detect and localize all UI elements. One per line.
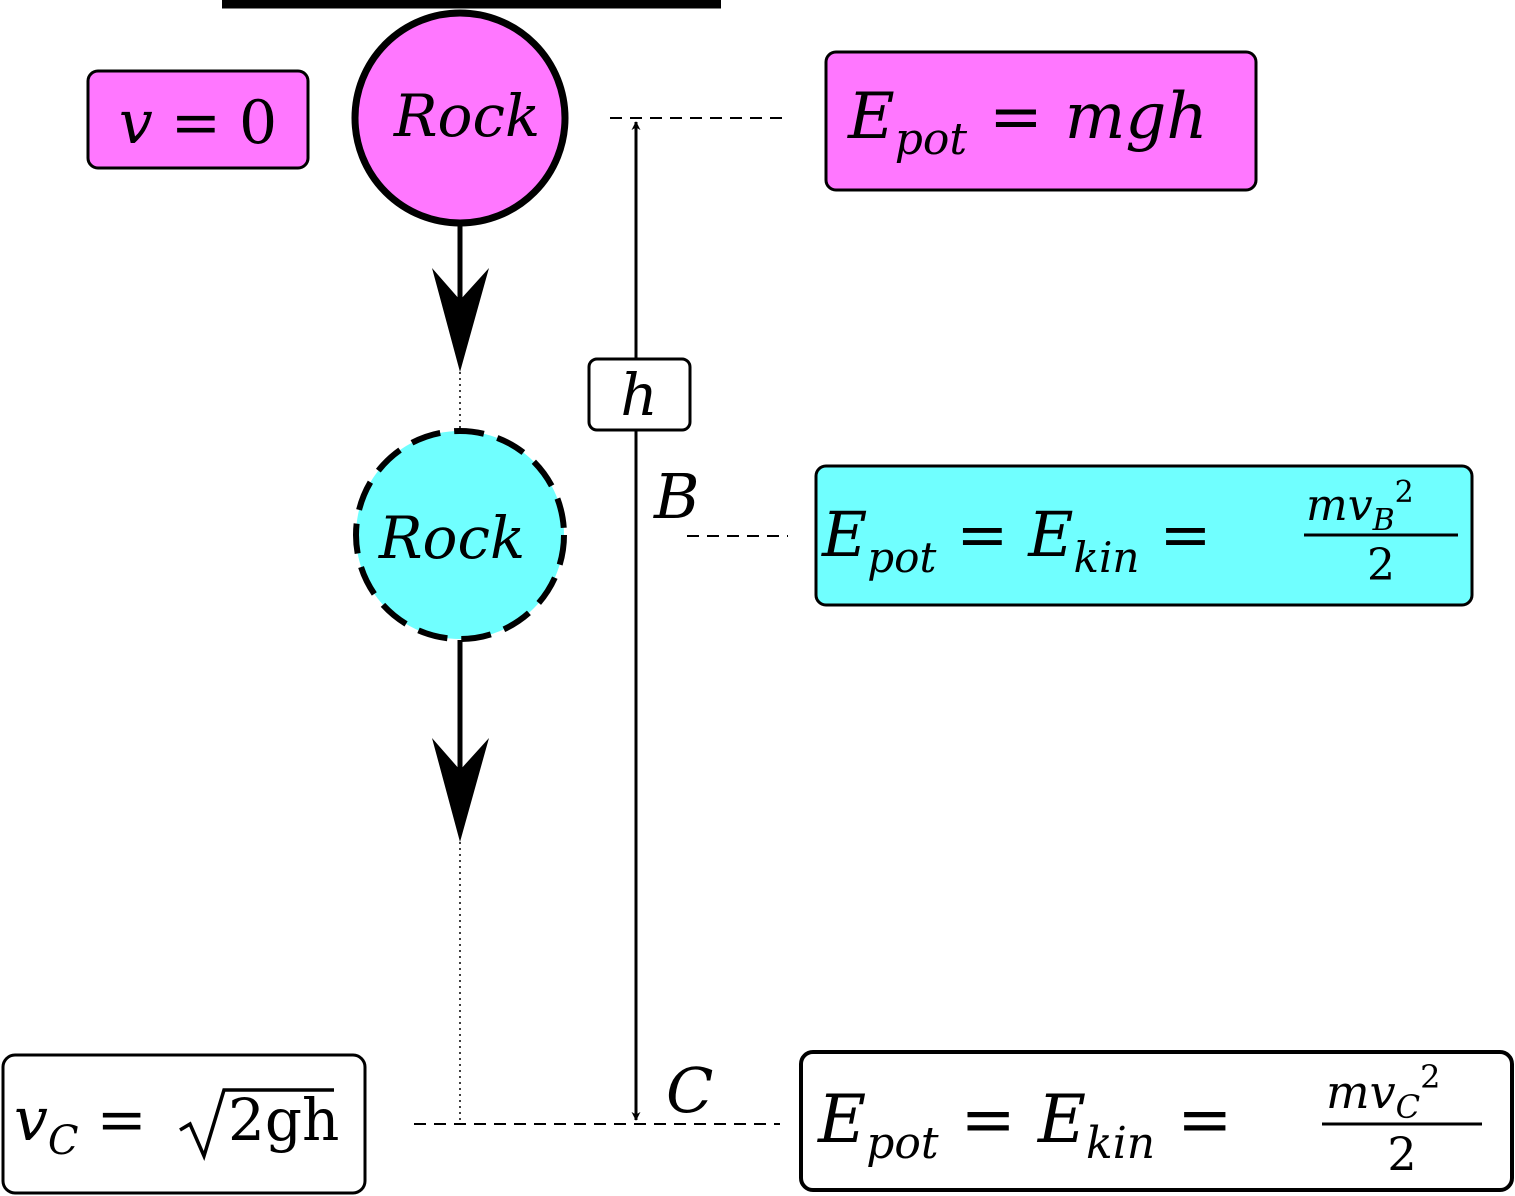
square-root-sign <box>179 1088 334 1162</box>
fall-arrowhead-2 <box>432 738 489 842</box>
velocity-top-formula: v=0 <box>119 88 277 158</box>
energy-b-box <box>814 464 1474 607</box>
rock-middle <box>353 428 567 642</box>
height-label-box <box>587 357 692 432</box>
energy-top-box <box>824 50 1258 192</box>
energy-top-formula: Epot=mgh <box>847 80 1208 165</box>
height-label: h <box>620 361 657 429</box>
energy-c-formula: Epot=Ekin= <box>817 1081 1232 1169</box>
rock-top <box>351 9 569 227</box>
energy-b-numerator: mvB2 <box>1306 475 1414 538</box>
point-c-label: C <box>666 1054 713 1127</box>
velocity-c-radicand: 2gh <box>228 1086 339 1154</box>
energy-c-numerator: mvC2 <box>1326 1058 1440 1126</box>
velocity-c-formula: vC= <box>14 1085 147 1164</box>
velocity-top-box <box>86 69 310 170</box>
point-b-label: B <box>653 460 700 533</box>
energy-b-denominator: 2 <box>1367 540 1395 591</box>
energy-b-formula: Epot=Ekin= <box>821 498 1211 582</box>
energy-c-denominator: 2 <box>1387 1127 1416 1181</box>
energy-c-box <box>799 1050 1514 1192</box>
rock-middle-label: Rock <box>378 504 525 572</box>
rock-top-label: Rock <box>393 82 540 150</box>
fall-arrowhead-1 <box>432 268 489 372</box>
